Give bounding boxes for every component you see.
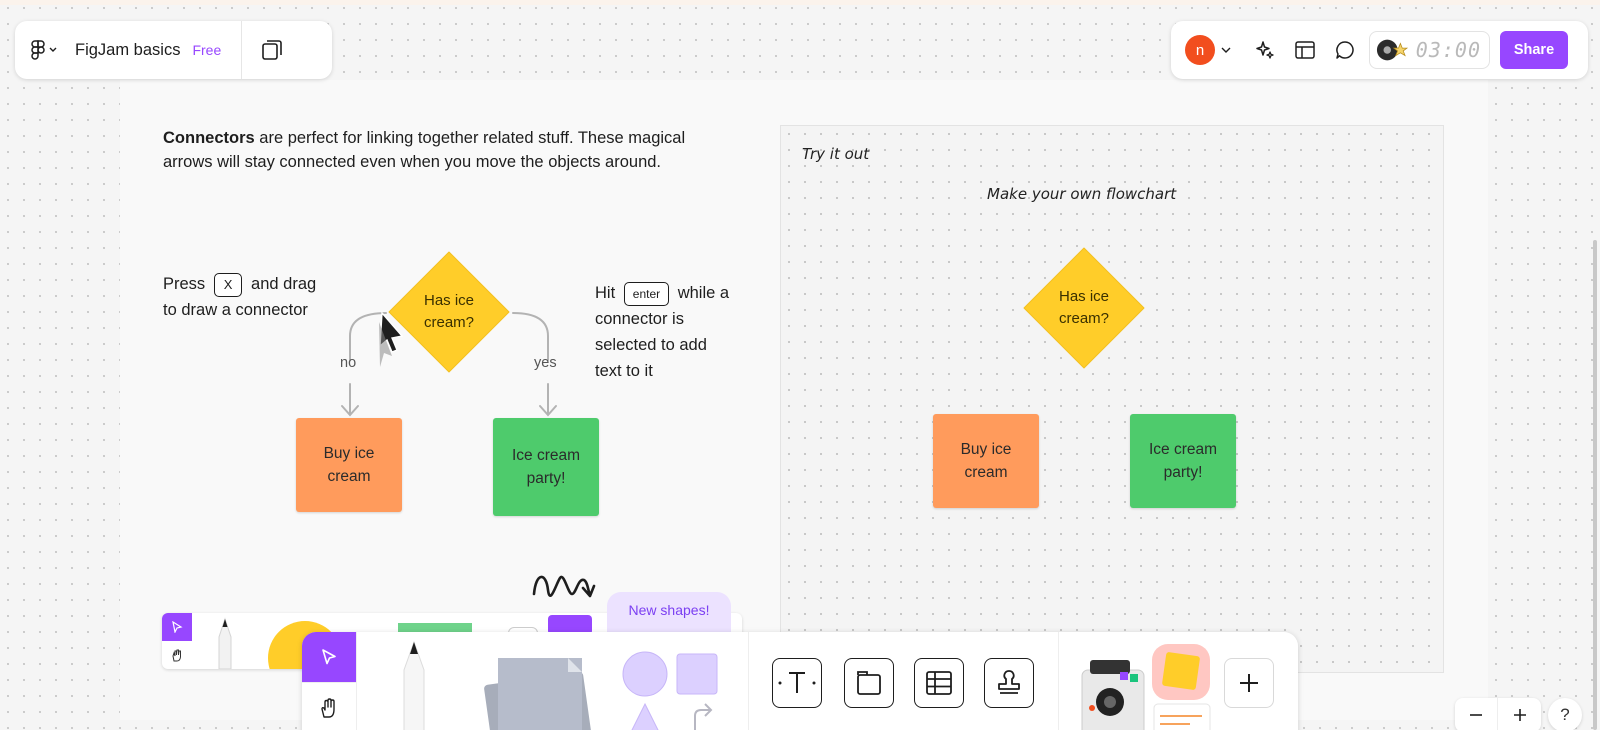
diamond-shape bbox=[388, 251, 510, 373]
decision-label: Has ice cream? bbox=[423, 292, 475, 331]
flowchart-subtitle: Make your own flowchart bbox=[987, 185, 1177, 203]
section-icon bbox=[857, 671, 881, 695]
text-tool-button[interactable] bbox=[772, 658, 822, 708]
table-icon bbox=[926, 671, 952, 695]
sparkle-icon bbox=[1256, 41, 1274, 59]
figma-logo-icon bbox=[31, 40, 45, 60]
shapes-tool[interactable] bbox=[607, 632, 731, 730]
question-mark-icon: ? bbox=[1560, 705, 1570, 724]
creation-toolbar bbox=[302, 632, 1298, 730]
connector-label-yes[interactable]: yes bbox=[534, 355, 557, 371]
hand-icon bbox=[321, 697, 335, 718]
templates-button[interactable] bbox=[1285, 30, 1325, 70]
divider bbox=[241, 21, 243, 79]
jambot-widget-icon[interactable] bbox=[1080, 650, 1150, 730]
mini-select-tool[interactable] bbox=[162, 613, 192, 641]
file-title[interactable]: FigJam basics bbox=[75, 40, 181, 59]
press-note-after: and drag bbox=[251, 275, 317, 293]
more-tools-button[interactable] bbox=[1224, 658, 1274, 708]
sticky-buy-ice-cream-try[interactable]: Buy ice cream bbox=[933, 414, 1039, 508]
hit-note-after: while a bbox=[677, 284, 730, 302]
hand-tool-button[interactable] bbox=[302, 682, 356, 730]
decision-diamond-try[interactable]: Has ice cream? bbox=[1022, 246, 1146, 370]
sticky-ice-cream-party-try[interactable]: Ice cream party! bbox=[1130, 414, 1236, 508]
hit-note-before: Hit bbox=[595, 284, 616, 302]
key-enter: enter bbox=[623, 281, 670, 306]
main-menu-button[interactable] bbox=[15, 21, 73, 79]
plus-icon bbox=[1513, 709, 1526, 721]
music-stickers-icon bbox=[1376, 39, 1409, 61]
stamp-tool-button[interactable] bbox=[984, 658, 1034, 708]
cursor-icon bbox=[172, 621, 183, 633]
intro-text: are perfect for linking together related… bbox=[163, 129, 686, 171]
timer-widget[interactable]: 03:00 bbox=[1369, 31, 1490, 69]
comments-button[interactable] bbox=[1325, 30, 1365, 70]
mini-pen-icon[interactable] bbox=[210, 617, 240, 669]
plus-icon bbox=[1240, 674, 1258, 692]
pages-icon bbox=[262, 40, 283, 60]
file-panel: FigJam basics Free bbox=[15, 21, 332, 79]
marker-pen-tool-icon[interactable] bbox=[392, 640, 436, 730]
chevron-down-icon[interactable] bbox=[1221, 47, 1231, 53]
key-x: X bbox=[213, 272, 243, 297]
minus-icon bbox=[1470, 714, 1482, 716]
sticky-ice-cream-party[interactable]: Ice cream party! bbox=[493, 418, 599, 516]
sticky-note-stack-icon[interactable] bbox=[470, 648, 600, 730]
new-shapes-label: New shapes! bbox=[628, 602, 710, 618]
stamp-icon bbox=[998, 670, 1020, 694]
help-button[interactable]: ? bbox=[1548, 698, 1582, 730]
decision-label: Has ice cream? bbox=[1058, 288, 1110, 327]
hit-note-line2: connector is bbox=[595, 310, 684, 328]
section-tool-button[interactable] bbox=[844, 658, 894, 708]
decision-diamond-example[interactable]: Has ice cream? bbox=[387, 250, 511, 374]
top-right-panel: n 03:00 Share bbox=[1171, 21, 1588, 79]
connectors-intro: Connectors are perfect for linking toget… bbox=[163, 126, 723, 174]
connector-label-no[interactable]: no bbox=[340, 355, 357, 371]
share-button[interactable]: Share bbox=[1500, 31, 1568, 69]
mini-hand-tool[interactable] bbox=[162, 641, 192, 669]
sticky-widget-icon[interactable] bbox=[1148, 640, 1214, 730]
table-tool-button[interactable] bbox=[914, 658, 964, 708]
plan-badge[interactable]: Free bbox=[192, 42, 222, 58]
select-tool-button[interactable] bbox=[302, 632, 356, 682]
hit-note: Hit enter while a connector is selected … bbox=[595, 280, 729, 384]
try-it-out-title: Try it out bbox=[802, 145, 870, 163]
sticky-buy-ice-cream[interactable]: Buy ice cream bbox=[296, 418, 402, 512]
zoom-controls bbox=[1455, 698, 1541, 730]
hand-icon bbox=[172, 649, 181, 662]
diamond-shape bbox=[1023, 247, 1145, 369]
ai-sparkle-button[interactable] bbox=[1245, 30, 1285, 70]
zoom-in-button[interactable] bbox=[1498, 698, 1541, 730]
layout-icon bbox=[1295, 41, 1315, 59]
mini-badge bbox=[548, 615, 592, 635]
chevron-down-icon bbox=[49, 47, 57, 52]
shapes-icon bbox=[622, 651, 718, 730]
press-note: Press X and drag to draw a connector bbox=[163, 271, 316, 323]
cursor-icon bbox=[322, 649, 336, 665]
vertical-scrollbar[interactable] bbox=[1593, 240, 1597, 730]
try-it-out-area[interactable] bbox=[780, 125, 1444, 673]
press-note-line2: to draw a connector bbox=[163, 301, 308, 319]
hit-note-line4: text to it bbox=[595, 362, 653, 380]
intro-bold: Connectors bbox=[163, 129, 255, 147]
comment-bubble-icon bbox=[1336, 41, 1354, 59]
timer-display: 03:00 bbox=[1415, 38, 1481, 62]
press-note-before: Press bbox=[163, 275, 206, 293]
pages-button[interactable] bbox=[242, 21, 302, 79]
user-avatar[interactable]: n bbox=[1185, 35, 1215, 65]
top-strip bbox=[0, 0, 1600, 5]
hit-note-line3: selected to add bbox=[595, 336, 707, 354]
text-icon bbox=[778, 672, 816, 693]
zoom-out-button[interactable] bbox=[1455, 698, 1498, 730]
